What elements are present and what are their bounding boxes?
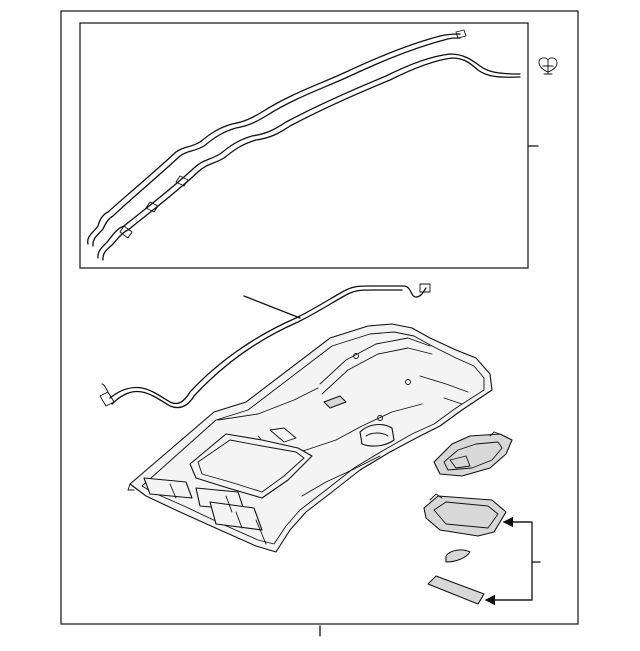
rail-harness-upper: [87, 29, 467, 247]
clip: [445, 549, 471, 563]
cover-pad: [427, 575, 485, 605]
outer-frame: [60, 10, 579, 625]
sunvisor-bracket: [423, 493, 507, 537]
rail-harness-lower: [97, 53, 521, 261]
clip-icon: [538, 57, 558, 75]
sunroof-opening: [189, 433, 313, 499]
callout-bracket: [484, 516, 541, 606]
console-lamp: [433, 431, 513, 477]
main-harness: [99, 283, 431, 409]
